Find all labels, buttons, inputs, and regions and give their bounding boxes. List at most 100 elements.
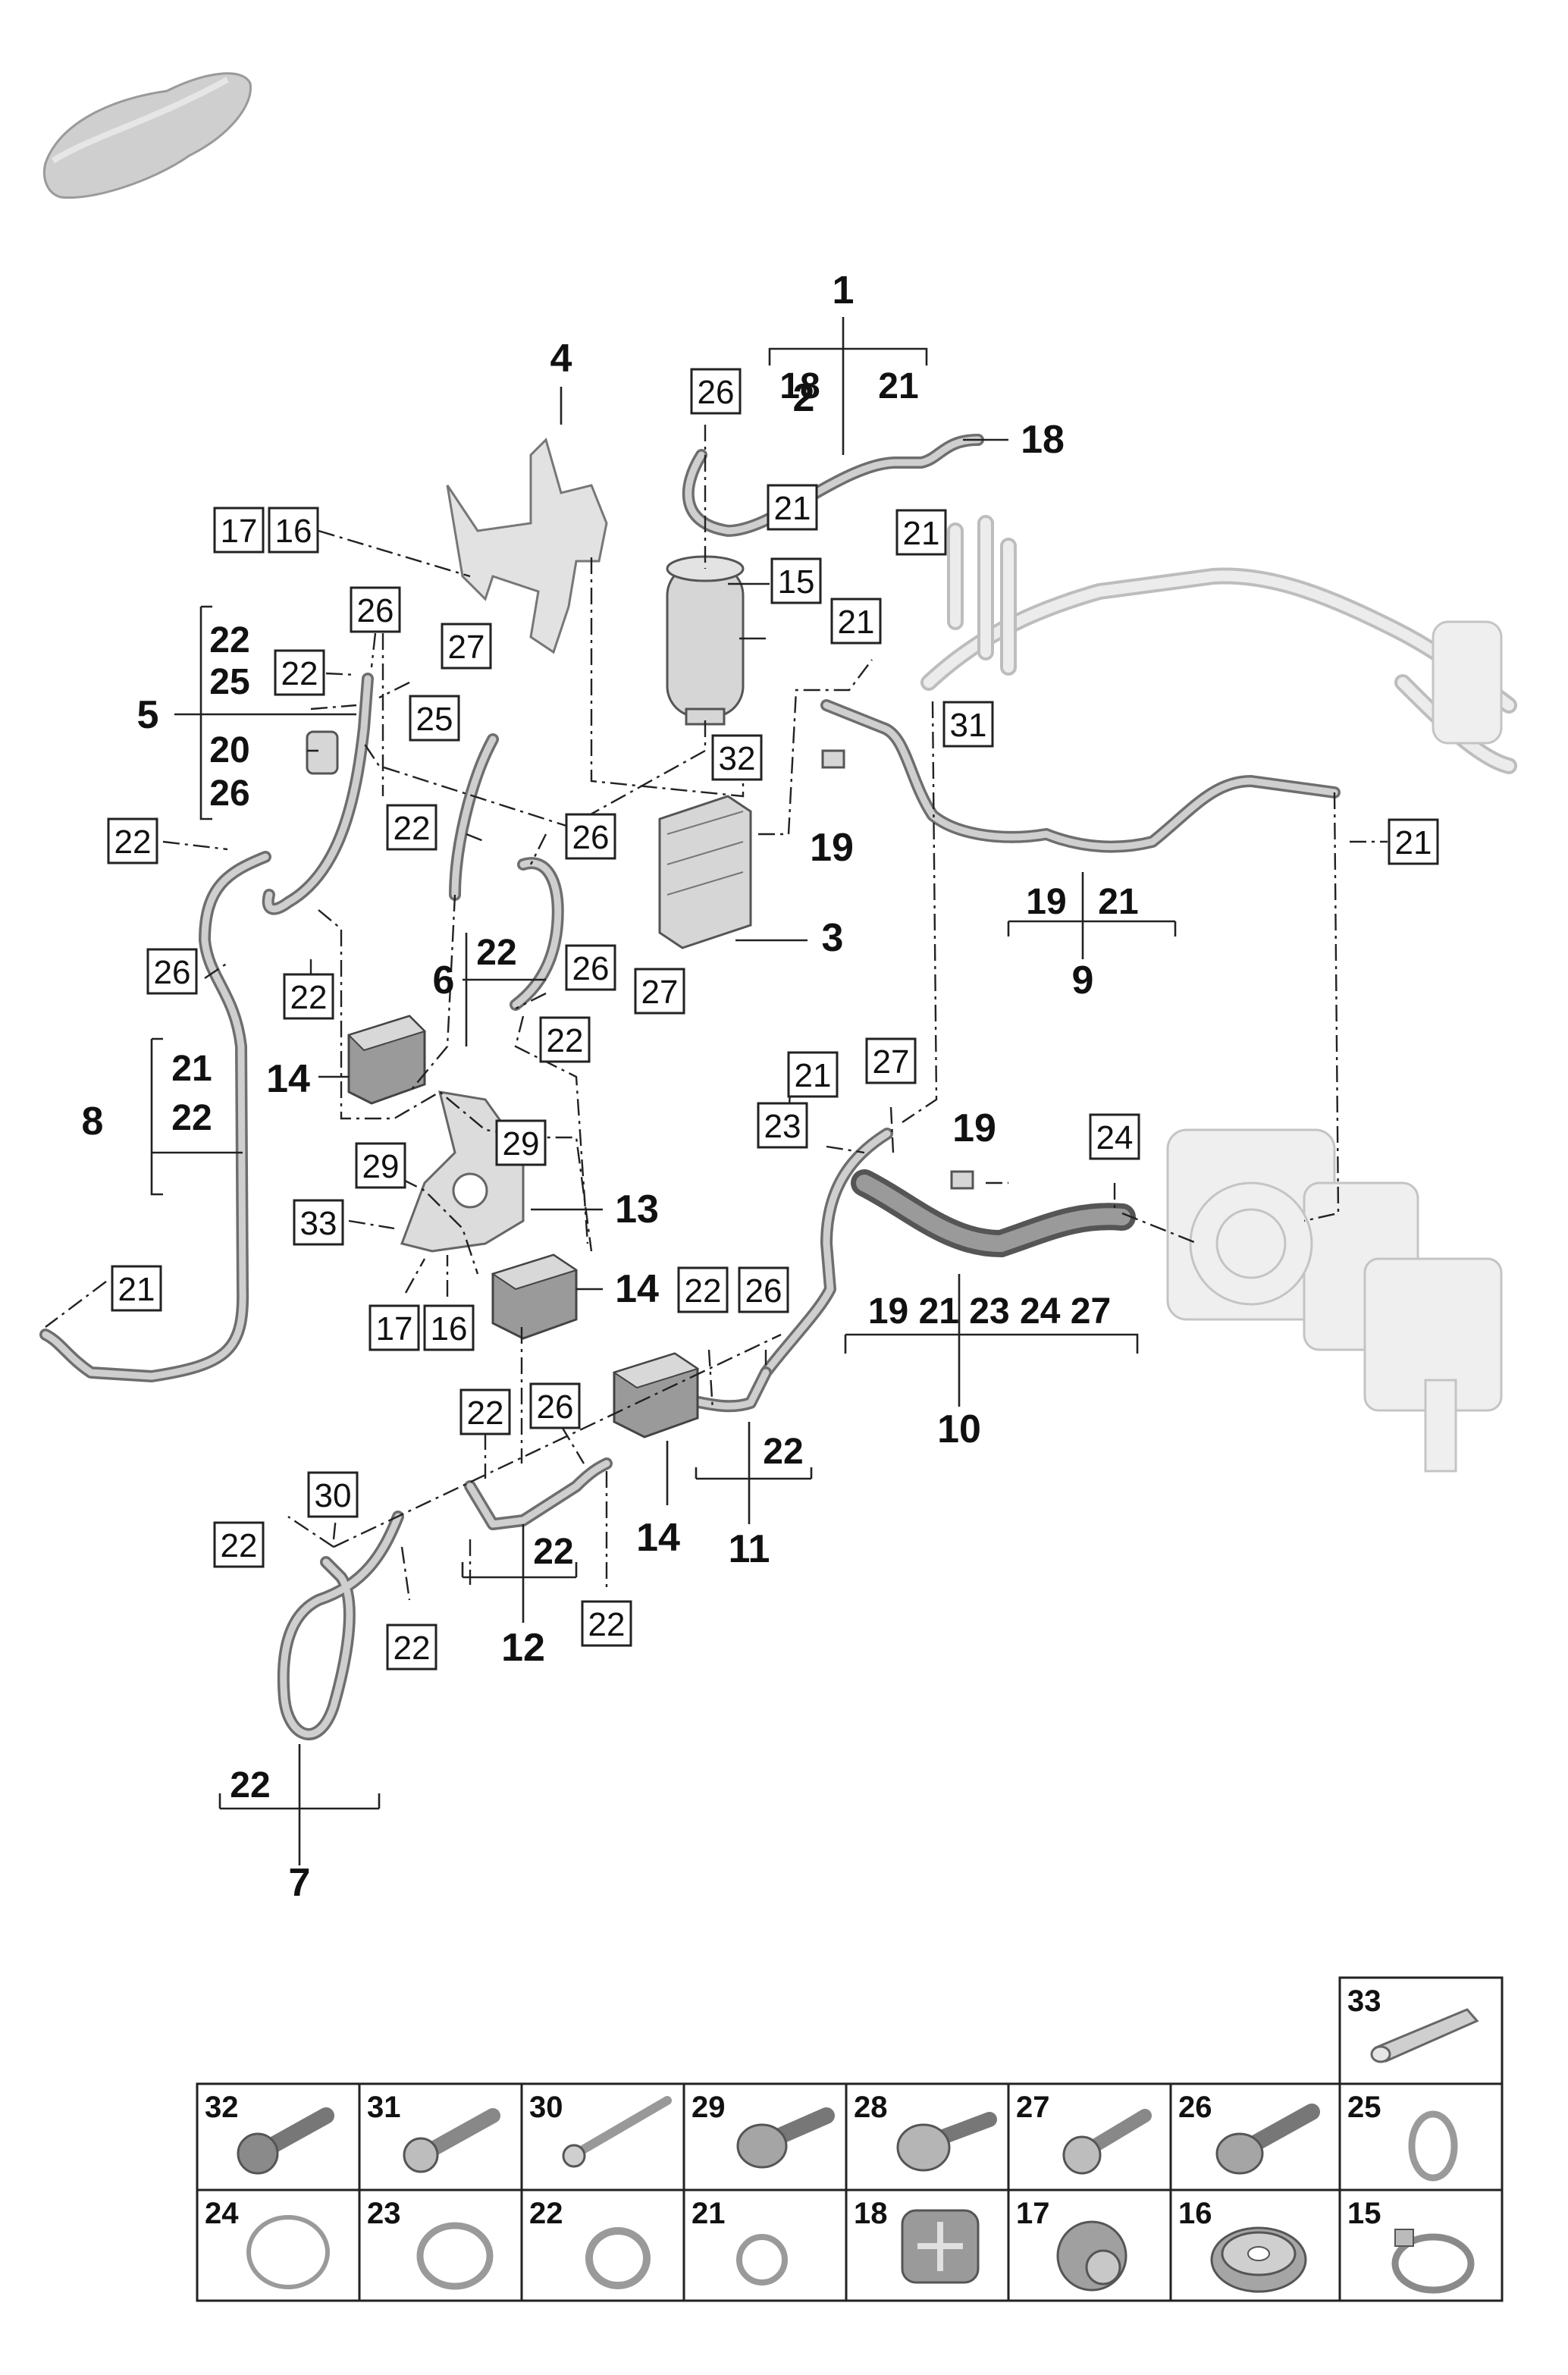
ref-box-29-a: 29 <box>495 1119 547 1166</box>
clip-20 <box>306 730 339 775</box>
ref-box-22-c6: 22 <box>581 1600 632 1647</box>
group-7-ref-22: 22 <box>230 1765 270 1806</box>
group-9-ref-21: 21 <box>1098 882 1138 922</box>
valve-14c <box>612 1352 700 1438</box>
svg-text:15: 15 <box>1347 2197 1381 2230</box>
group-5-ref-20: 20 <box>209 730 249 770</box>
callout-5: 5 <box>137 693 159 737</box>
ref-box-27-a: 27 <box>441 623 492 670</box>
heat-exchanger <box>658 795 752 949</box>
callout-12: 12 <box>501 1626 545 1670</box>
svg-text:22: 22 <box>290 979 328 1016</box>
ref-box-22-mid: 22 <box>386 804 437 851</box>
svg-text:26: 26 <box>572 950 610 987</box>
callout-19-b: 19 <box>952 1106 996 1150</box>
ref-box-26-top: 26 <box>690 368 742 415</box>
ref-box-22-left: 22 <box>274 649 325 696</box>
svg-text:31: 31 <box>367 2091 401 2124</box>
ref-box-16-b: 16 <box>423 1304 475 1351</box>
group-8-ref-21: 21 <box>171 1049 212 1089</box>
ref-box-27-b: 27 <box>634 968 685 1015</box>
svg-text:21: 21 <box>774 490 811 527</box>
bolt-26-icon <box>1215 2104 1320 2175</box>
ref-box-33: 33 <box>293 1199 344 1246</box>
svg-text:32: 32 <box>719 740 756 777</box>
callout-18: 18 <box>1021 418 1065 462</box>
svg-text:22: 22 <box>114 824 152 861</box>
svg-text:26: 26 <box>1178 2091 1212 2124</box>
svg-text:21: 21 <box>903 515 940 552</box>
svg-text:22: 22 <box>394 1630 431 1667</box>
svg-text:22: 22 <box>547 1022 584 1059</box>
group-10-refs: 19 21 23 24 27 <box>868 1291 1111 1332</box>
svg-text:29: 29 <box>691 2091 726 2124</box>
bolt-31-icon <box>403 2108 500 2173</box>
o-ring-24-icon <box>246 2215 330 2289</box>
ref-box-21-left: 21 <box>111 1265 162 1312</box>
ref-box-27-c: 27 <box>865 1037 917 1084</box>
valve-14a <box>347 1015 426 1105</box>
svg-text:22: 22 <box>685 1272 722 1310</box>
svg-text:33: 33 <box>300 1205 337 1242</box>
callout-14-c: 14 <box>636 1516 680 1560</box>
hose-clamp-15-icon <box>1391 2229 1475 2294</box>
ref-box-22-c3: 22 <box>459 1388 511 1435</box>
ref-box-22-c5: 22 <box>386 1624 437 1671</box>
car-silhouette-icon <box>42 72 252 199</box>
svg-text:32: 32 <box>205 2091 239 2124</box>
callout-4: 4 <box>550 337 572 381</box>
group-11-ref-22: 22 <box>763 1432 803 1472</box>
ref-box-21-right-1: 21 <box>895 509 947 556</box>
svg-text:26: 26 <box>537 1388 574 1426</box>
callout-1: 1 <box>833 268 855 312</box>
svg-text:25: 25 <box>416 701 453 738</box>
svg-text:24: 24 <box>1096 1119 1134 1156</box>
parts-cell-29 <box>682 2082 848 2191</box>
svg-text:23: 23 <box>764 1108 801 1145</box>
cap-17-icon <box>1056 2220 1127 2292</box>
ref-box-21-a: 21 <box>787 1051 839 1098</box>
svg-text:28: 28 <box>854 2091 888 2124</box>
dryer-receiver <box>666 555 745 726</box>
bracket-4 <box>446 438 608 654</box>
ref-box-22-c2: 22 <box>677 1266 729 1313</box>
parts-cell-21 <box>682 2188 848 2302</box>
bolt-30-icon <box>562 2096 672 2168</box>
group-6-ref-22: 22 <box>476 933 516 973</box>
callout-14-a: 14 <box>266 1057 310 1101</box>
ref-box-22-c1: 22 <box>283 973 334 1020</box>
svg-text:29: 29 <box>362 1148 400 1185</box>
group-5-ref-26: 26 <box>209 773 249 814</box>
group-9-ref-19: 19 <box>1026 882 1066 922</box>
callout-8: 8 <box>82 1100 104 1144</box>
svg-text:16: 16 <box>431 1310 468 1348</box>
ref-box-25: 25 <box>409 695 460 742</box>
svg-text:18: 18 <box>854 2197 888 2230</box>
bolt-29-icon <box>736 2107 835 2169</box>
group-8-ref-22: 22 <box>171 1098 212 1138</box>
parts-cell-33: 33 <box>1338 1976 1504 2085</box>
ghost-compressor <box>1166 1128 1503 1473</box>
o-ring-21-icon <box>736 2234 788 2286</box>
svg-text:17: 17 <box>221 513 258 550</box>
svg-text:21: 21 <box>838 604 875 641</box>
o-ring-25-icon <box>1408 2110 1458 2182</box>
svg-text:22: 22 <box>281 655 318 692</box>
callout-14-b: 14 <box>615 1267 659 1311</box>
callout-11: 11 <box>729 1527 770 1571</box>
group-1-ref-21: 21 <box>878 366 918 406</box>
bracket-13 <box>400 1090 525 1253</box>
parts-cell-15 <box>1338 2188 1504 2302</box>
ref-box-22-c4: 22 <box>213 1521 265 1568</box>
pin-icon <box>1370 2008 1479 2063</box>
svg-text:30: 30 <box>529 2091 563 2124</box>
callout-3: 3 <box>822 916 844 960</box>
svg-text:26: 26 <box>357 592 394 629</box>
ref-box-15: 15 <box>770 557 822 604</box>
ghost-hvac-piping <box>920 515 1517 774</box>
callout-2: 2 <box>793 376 815 420</box>
svg-text:27: 27 <box>448 629 485 666</box>
parts-row-1: 32 31 30 29 28 27 26 25 <box>196 2082 1504 2191</box>
grommet-16-icon <box>1210 2226 1307 2293</box>
